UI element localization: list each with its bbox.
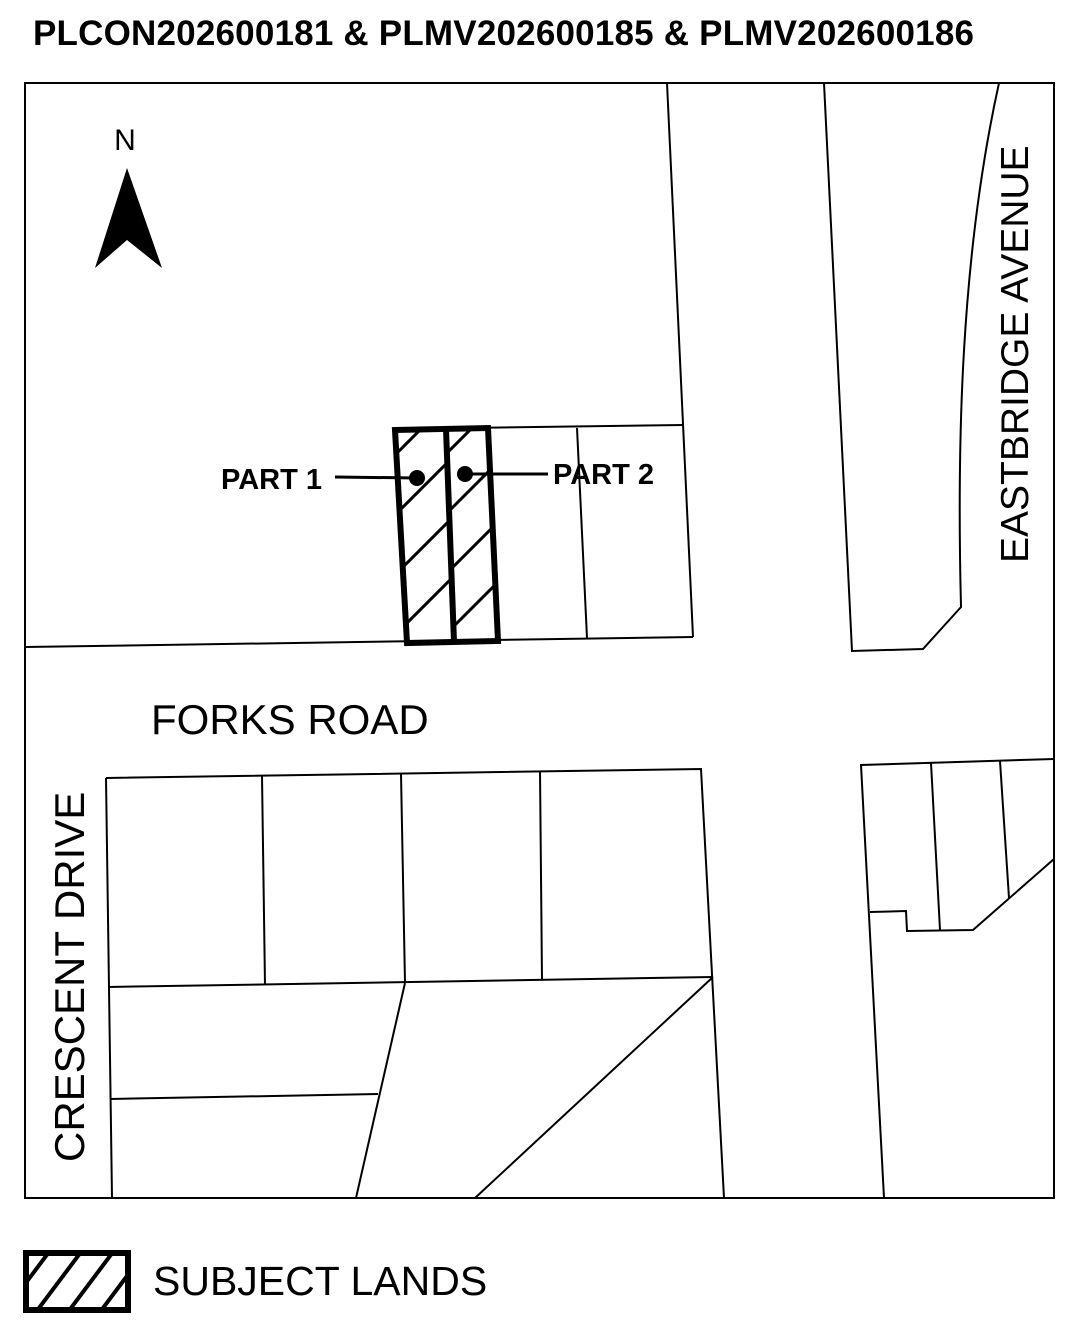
- part1-marker: [409, 470, 425, 486]
- parcel-lines: [24, 82, 1055, 1199]
- map-frame: [24, 82, 1055, 1199]
- part-divider: [443, 428, 457, 643]
- north-arrow-icon: N: [95, 124, 162, 268]
- part-leaders: [334, 472, 548, 480]
- legend-label: SUBJECT LANDS: [153, 1258, 487, 1304]
- part2-label: PART 2: [553, 459, 654, 491]
- map-title: PLCON202600181 & PLMV202600185 & PLMV202…: [33, 14, 975, 53]
- part1-label: PART 1: [221, 464, 322, 496]
- legend: SUBJECT LANDS: [23, 1250, 487, 1313]
- north-label: N: [114, 124, 136, 157]
- part2-marker: [457, 466, 473, 482]
- subject-lands-outline: [391, 424, 502, 647]
- subject-lands: [391, 424, 502, 647]
- eastbridge-avenue-label: EASTBRIDGE AVENUE: [994, 145, 1037, 563]
- hatched-box-icon: [23, 1250, 131, 1313]
- forks-road-label: FORKS ROAD: [151, 696, 429, 743]
- crescent-drive-label: CRESCENT DRIVE: [46, 792, 93, 1162]
